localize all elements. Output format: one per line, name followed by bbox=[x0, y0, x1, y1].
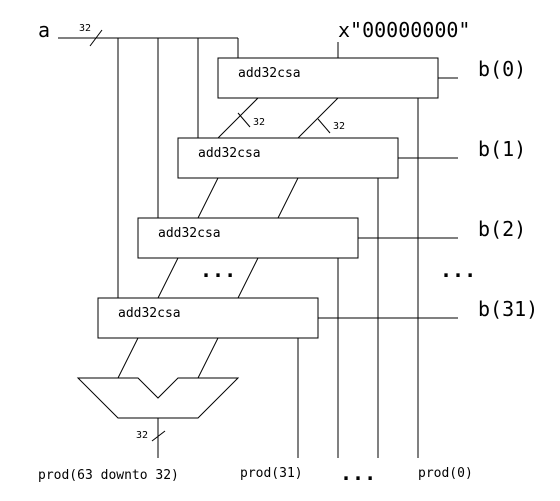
carry-bus-final bbox=[197, 337, 219, 379]
a-bus-slash bbox=[89, 29, 103, 47]
output-bus-width: 32 bbox=[136, 430, 148, 441]
sum-bus-final bbox=[117, 337, 139, 379]
sum-bus-1-2 bbox=[197, 177, 219, 219]
adder-label-31: add32csa bbox=[118, 306, 181, 321]
carry-bus-slash bbox=[317, 118, 331, 134]
right-ellipsis: ... bbox=[440, 258, 476, 282]
sum-bus-width: 32 bbox=[253, 117, 265, 128]
prod-high-label: prod(63 downto 32) bbox=[38, 468, 179, 483]
b-label-2: b(2) bbox=[478, 217, 526, 241]
a-bus-width: 32 bbox=[79, 23, 91, 34]
carry-bus-0-1 bbox=[297, 97, 339, 139]
adder-label-1: add32csa bbox=[198, 146, 261, 161]
middle-ellipsis: ... bbox=[200, 258, 236, 282]
zero-constant-label: x"00000000" bbox=[338, 18, 470, 42]
carry-bus-1-2 bbox=[277, 177, 299, 219]
adder-label-0: add32csa bbox=[238, 66, 301, 81]
b-label-31: b(31) bbox=[478, 297, 538, 321]
carry-bus-width: 32 bbox=[333, 121, 345, 132]
bottom-ellipsis: ... bbox=[340, 461, 376, 485]
sum-bus-2-31 bbox=[157, 257, 179, 299]
prod0-label: prod(0) bbox=[418, 466, 473, 481]
adder-label-2: add32csa bbox=[158, 226, 221, 241]
prod31-label: prod(31) bbox=[240, 466, 303, 481]
input-a-label: a bbox=[38, 18, 50, 42]
carry-bus-2-31 bbox=[237, 257, 259, 299]
output-bus-slash bbox=[151, 430, 166, 442]
b-label-1: b(1) bbox=[478, 137, 526, 161]
b-label-0: b(0) bbox=[478, 57, 526, 81]
sum-bus-0-1 bbox=[217, 97, 259, 139]
sum-bus-slash bbox=[237, 112, 251, 128]
final-adder-shape bbox=[76, 377, 240, 419]
